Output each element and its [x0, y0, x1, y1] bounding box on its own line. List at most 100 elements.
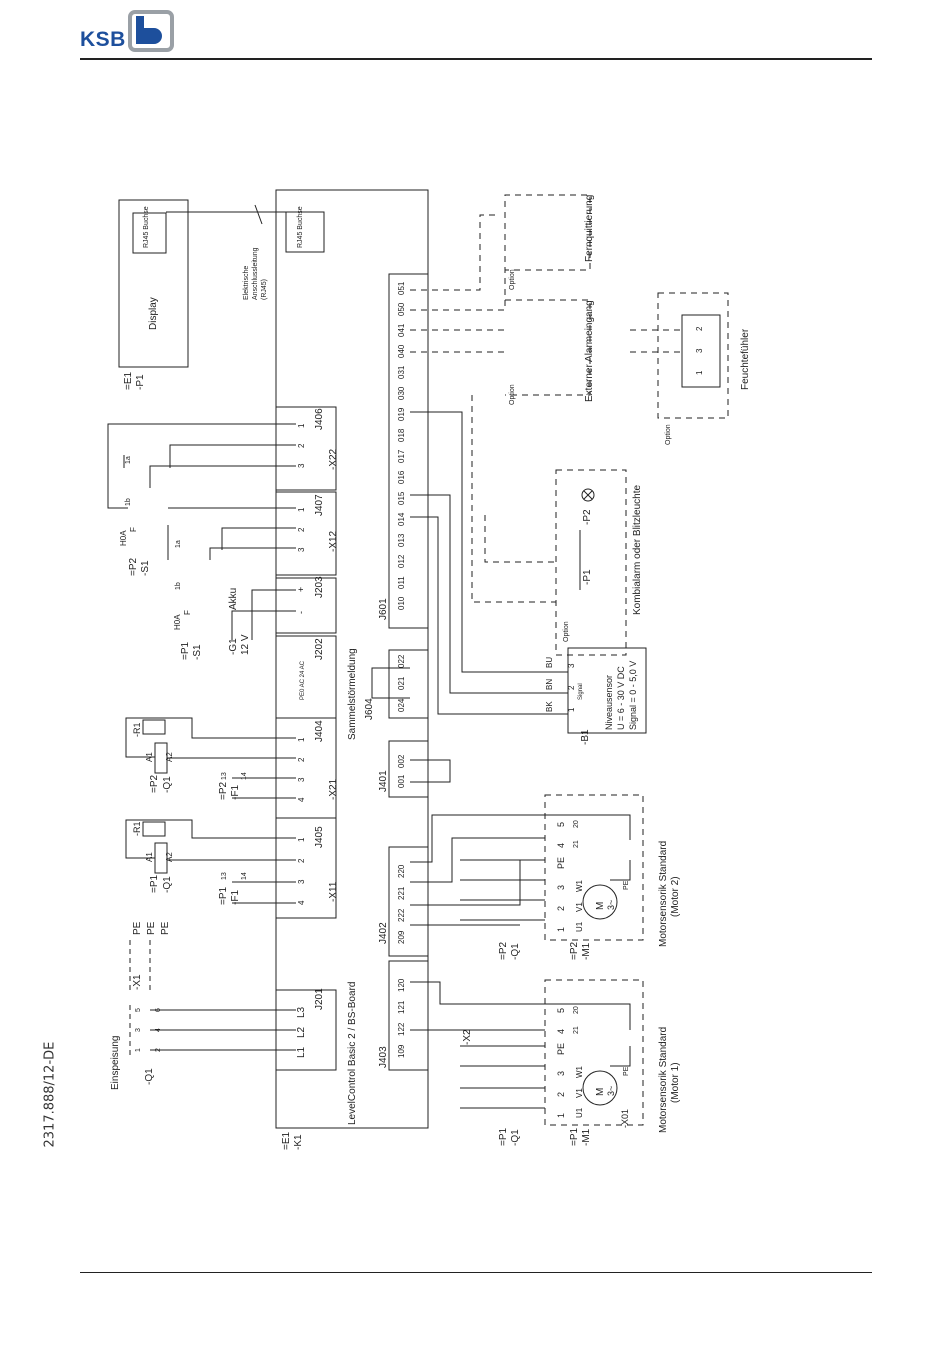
j601-pin-030: 030 [397, 386, 406, 400]
j401-loop [410, 759, 451, 783]
connector-j202: J202 [314, 638, 325, 660]
pe-label-2: PE [160, 921, 171, 935]
moisture-pin-0: 1 [695, 370, 704, 375]
moisture-pin-1: 3 [695, 348, 704, 353]
contactor1-coil-A2: A2 [165, 852, 174, 862]
motor1-th-21: 21 [573, 1026, 580, 1034]
j601-pin-010: 010 [397, 596, 406, 610]
motor2-ref2: -M1 [581, 942, 592, 960]
j401-pin-002: 002 [397, 754, 406, 768]
motor1-term-1: 2 [556, 1092, 566, 1097]
sensor-signal: Signal = 0 - 5,0 V [628, 661, 638, 730]
contactor2-ref1: =P2 [149, 774, 160, 793]
j405-block [275, 817, 337, 919]
fuse1-ref2: -F1 [230, 890, 241, 905]
selector2-c1: 1a [125, 456, 132, 464]
j403-block [388, 960, 429, 1071]
j203-pin-0: - [296, 611, 306, 614]
pe-label-0: PE [132, 921, 143, 935]
j202-pin-1: 0 AC 24 AC [300, 660, 306, 692]
j604-pin-022: 022 [397, 654, 406, 668]
sensor-wire-BU: BU [545, 657, 554, 668]
board-ref-e1: =E1 [281, 1131, 292, 1150]
contactor-wiring [125, 717, 296, 904]
connector-x11: -X11 [328, 881, 339, 902]
j201-pin-L1: L1 [296, 1046, 307, 1058]
alarm-option: Option [563, 621, 570, 642]
sensor-wiring [410, 411, 647, 734]
sensor-ref: -B1 [580, 729, 591, 745]
motor2-th-20: 20 [573, 820, 580, 828]
board-name: LevelControl Basic 2 / BS-Board [347, 982, 358, 1125]
display-box [118, 199, 189, 368]
j601-pin-018: 018 [397, 428, 406, 442]
fuse2-num-14: 14 [241, 772, 248, 780]
x21-pin-3: 3 [297, 777, 306, 782]
supply-label: Einspeisung [110, 1036, 121, 1090]
motor1-m: M [595, 1088, 606, 1096]
j403-pin-121: 121 [397, 1000, 406, 1014]
j402-pin-220: 220 [397, 864, 406, 878]
remote-ack-option: Option [509, 269, 516, 290]
j601-pin-016: 016 [397, 470, 406, 484]
motor1-qref: =P1 [498, 1127, 509, 1146]
cable-label-0: Elektrische [243, 266, 250, 300]
j604-pin-021: 021 [397, 676, 406, 690]
sensor-supply: U = 6 - 30 V DC [616, 666, 626, 730]
j604-block [388, 649, 429, 719]
contactor1-coil-A1: A1 [145, 852, 154, 862]
selector-wiring [107, 423, 296, 640]
motor1-winding-V1: V1 [575, 1088, 584, 1098]
motor2-title: Motorsensorik Standard [658, 841, 669, 947]
j601-pin-017: 017 [397, 449, 406, 463]
j604-pin-024: 024 [397, 698, 406, 712]
connector-x12: -X12 [328, 530, 339, 552]
display-label: Display [148, 297, 159, 330]
sensor-wire-BK: BK [545, 701, 554, 712]
connector-j407: J407 [314, 494, 325, 516]
motor1-winding-U1: U1 [575, 1107, 584, 1118]
motor2-phase: 3~ [606, 900, 616, 910]
motor2-term-4: 4 [556, 843, 566, 848]
connector-x22: -X22 [328, 448, 339, 470]
motor2-ref1: =P2 [569, 941, 580, 960]
pe-label-1: PE [146, 921, 157, 935]
supply-num-3: 4 [155, 1028, 162, 1032]
x12-pin-2: 2 [297, 527, 306, 532]
motor1-phase: 3~ [606, 1086, 616, 1096]
contactor2-coil-A1: A1 [145, 752, 154, 762]
contactor1-ref1: =P1 [149, 874, 160, 893]
supply-terminal: -X1 [132, 974, 143, 990]
sensor-pin-2: 2 [567, 685, 576, 690]
motor2-term-2: 3 [556, 885, 566, 890]
motor2-subtitle: (Motor 2) [670, 876, 681, 917]
board-rj45-label: RJ45 Buchse [297, 206, 304, 248]
j201-pin-L3: L3 [296, 1006, 307, 1018]
sensor-wire-BN: BN [545, 679, 554, 690]
motor2-qref: =P2 [498, 941, 509, 960]
supply-switch: -Q1 [144, 1068, 155, 1085]
j404-block [275, 717, 337, 819]
connector-j402: J402 [378, 922, 389, 944]
connector-j201: J201 [314, 988, 325, 1010]
supply-num-2: 3 [135, 1028, 142, 1032]
selector1-ref1: =P1 [180, 641, 191, 660]
j201-pin-L2: L2 [296, 1026, 307, 1038]
motor1-term-0: 1 [556, 1113, 566, 1118]
supply-num-4: 5 [135, 1008, 142, 1012]
j203-pin-1: + [296, 587, 306, 592]
x11-pin-2: 2 [297, 858, 306, 863]
sensor-title: Niveausensor [604, 675, 614, 730]
j601-pin-031: 031 [397, 365, 406, 379]
j601-pin-041: 041 [397, 323, 406, 337]
motor1-ref2: -M1 [581, 1128, 592, 1146]
x22-pin-3: 3 [297, 463, 306, 468]
selector2-ref2: -S1 [140, 560, 151, 576]
supply-num-1: 2 [155, 1048, 162, 1052]
logo-mark [136, 16, 162, 44]
contactor1-ref2: -Q1 [162, 876, 173, 893]
motor1-wiring [410, 979, 644, 1126]
motor2-term-5: 5 [556, 822, 566, 827]
motor1-x: -X01 [620, 1109, 630, 1128]
